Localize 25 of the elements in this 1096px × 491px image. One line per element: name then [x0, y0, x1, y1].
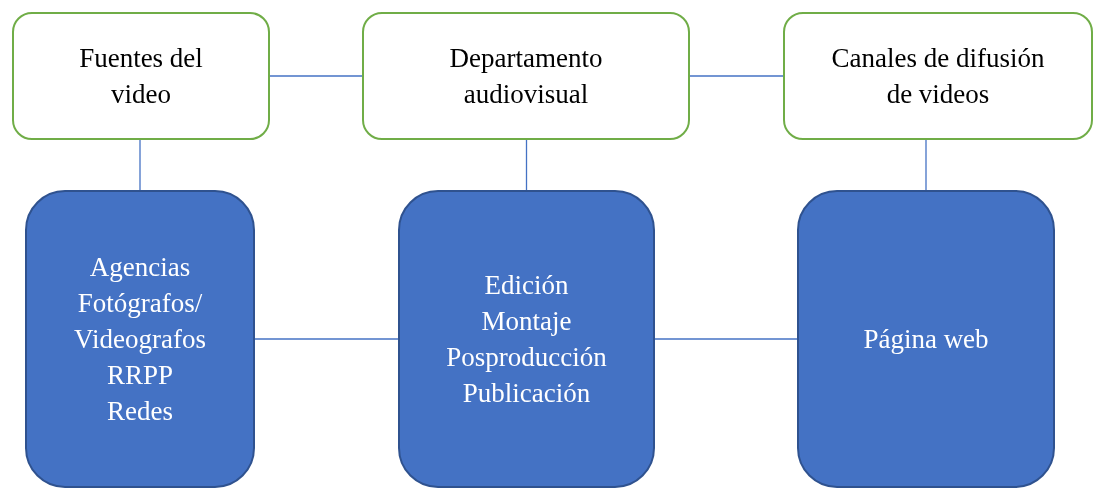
list-box — [25, 190, 255, 488]
list-item: Montaje — [481, 305, 572, 338]
list-box — [797, 190, 1055, 488]
list-item: Página web — [863, 323, 989, 356]
box-title: Departamento audiovisual — [448, 42, 604, 111]
connector-line — [269, 75, 363, 77]
connector-line — [139, 139, 141, 191]
connector-line — [654, 338, 798, 340]
header-box — [783, 12, 1093, 140]
list-item: Publicación — [462, 377, 591, 410]
connector-line — [925, 139, 927, 191]
connector-line — [689, 75, 784, 77]
list-item: Posproducción — [446, 341, 607, 374]
connector-line — [254, 338, 399, 340]
header-box — [362, 12, 690, 140]
list-item: Edición — [484, 269, 569, 302]
list-item: Fotógrafos/ Videografos — [73, 287, 207, 356]
box-title: Canales de difusión de videos — [830, 42, 1046, 111]
list-box — [398, 190, 655, 488]
list-item: Agencias — [89, 251, 191, 284]
box-title: Fuentes del video — [78, 42, 204, 111]
list-item: RRPP — [106, 359, 174, 392]
connector-line — [525, 139, 528, 191]
list-item: Redes — [107, 395, 173, 428]
header-box — [12, 12, 270, 140]
